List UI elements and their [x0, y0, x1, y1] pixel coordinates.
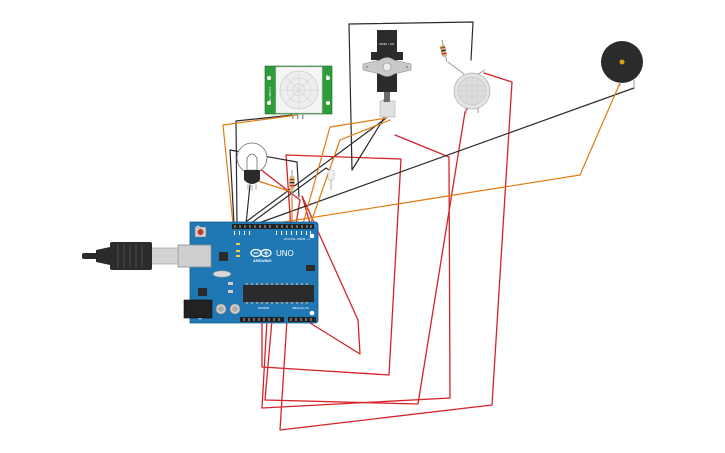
resistor-gas[interactable] — [440, 39, 448, 63]
arduino-logo — [250, 248, 272, 258]
pir-hole — [326, 76, 330, 80]
servo-motor[interactable]: SG90 / 9G — [362, 30, 412, 118]
chip-pins — [246, 283, 308, 304]
gas-sensor-pins — [465, 108, 479, 113]
pir-sensor[interactable]: HC-SR501 PIR — [264, 65, 333, 119]
pir-dome-facets — [280, 71, 318, 109]
resistor-bulb[interactable] — [289, 170, 295, 198]
pin-label-marks — [234, 231, 311, 235]
servo-horn-hole — [366, 66, 368, 68]
capacitor-top — [218, 306, 224, 312]
piezo-buzzer[interactable] — [601, 41, 643, 88]
power-label: POWER — [258, 306, 269, 310]
black-wire-bulb[interactable] — [245, 184, 251, 225]
pir-hole — [326, 101, 330, 105]
power-header — [240, 317, 284, 322]
usb-plug-body — [110, 242, 152, 270]
servo-model-label: SG90 / 9G — [379, 42, 395, 46]
transistor-legs — [247, 184, 257, 191]
mount-hole — [309, 310, 315, 316]
servo-connector — [379, 100, 396, 118]
buzzer-center — [619, 59, 625, 65]
power-jack — [183, 299, 213, 319]
black-wire-2[interactable] — [242, 118, 386, 225]
smd-part — [228, 282, 233, 285]
analog-label: ANALOG IN — [292, 306, 309, 310]
red-wire-1[interactable] — [261, 154, 402, 376]
atmega-chip — [243, 285, 314, 302]
usb-plug-metal — [149, 247, 179, 265]
red-wire-4[interactable] — [279, 72, 513, 431]
orange-wire-pir[interactable] — [222, 114, 298, 225]
photoresistor[interactable] — [327, 169, 335, 190]
usb-cable[interactable] — [82, 242, 179, 270]
servo-tab — [371, 52, 403, 60]
red-wire-2[interactable] — [261, 134, 451, 409]
black-wire-pir[interactable] — [235, 114, 294, 225]
capacitor-top — [232, 306, 238, 312]
led-l — [236, 243, 240, 245]
led-tx — [236, 250, 240, 252]
transistor-body — [244, 170, 260, 184]
pir-hole — [267, 101, 271, 105]
usb-chip — [219, 252, 228, 261]
gas-sensor-mesh-lines — [459, 78, 485, 104]
servo-horn-hole — [406, 66, 408, 68]
usb-jack — [177, 244, 212, 268]
bottom-pins — [243, 318, 312, 321]
red-wire-3[interactable] — [264, 104, 471, 405]
regulator — [198, 288, 207, 296]
pir-hole — [267, 76, 271, 80]
black-wire-buzzer[interactable] — [255, 87, 635, 225]
pir-right-label: PIR — [325, 75, 329, 80]
orange-wire-buzzer[interactable] — [264, 82, 621, 226]
board-model: UNO — [276, 249, 294, 258]
servo-shaft — [382, 62, 392, 72]
bulb-filament — [246, 153, 258, 170]
led-rx — [236, 255, 240, 257]
usb-cord — [82, 253, 97, 259]
reset-button-cap[interactable] — [197, 229, 204, 235]
usb-grip-lines — [117, 244, 143, 268]
digital-label: DIGITAL (PWM ~) — [284, 237, 310, 241]
servo-cable — [384, 92, 390, 102]
board-brand: ARDUINO — [253, 258, 272, 263]
icsp-header — [306, 265, 315, 271]
orange-wire-servo-2[interactable] — [309, 119, 391, 226]
gas-sensor[interactable] — [447, 61, 491, 113]
arduino-uno[interactable]: DIGITAL (PWM ~) UNO ARDUINO — [177, 221, 319, 324]
pir-pins — [292, 114, 304, 119]
photoresistor-body — [327, 169, 335, 181]
usb-strain-relief — [96, 247, 110, 265]
pir-left-label: HC-SR501 — [268, 87, 272, 102]
smd-part — [228, 290, 233, 293]
transistor[interactable] — [244, 170, 260, 191]
crystal — [212, 270, 232, 278]
digital-header — [232, 224, 314, 229]
digital-pins — [234, 225, 312, 228]
orange-wire-servo[interactable] — [302, 117, 388, 225]
bulb-glass — [236, 142, 268, 174]
